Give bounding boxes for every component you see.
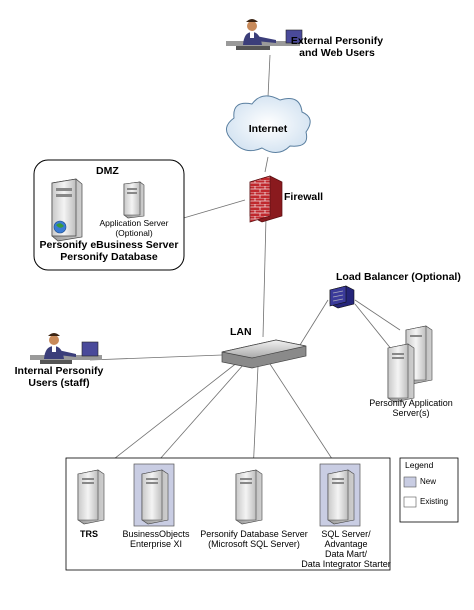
- internet-label: Internet: [248, 123, 288, 135]
- lan-label: LAN: [230, 326, 252, 338]
- app-server-optional-label: Application Server (Optional): [99, 218, 169, 238]
- dmz-label: DMZ: [96, 165, 119, 177]
- link-lan-loadbalancer: [299, 299, 329, 346]
- application-servers-icon: [387, 325, 433, 403]
- legend-existing-label: Existing: [420, 497, 449, 506]
- sql-server-label: SQL Server/ Advantage Data Mart/ Data In…: [301, 529, 391, 570]
- legend-title: Legend: [405, 460, 434, 470]
- optional-app-server-icon: [123, 181, 145, 219]
- link-users-internet: [267, 54, 271, 98]
- app-servers-label: Personify Application Server(s): [369, 398, 453, 419]
- connection-lines: [89, 54, 401, 474]
- link-firewall-lan: [262, 217, 267, 338]
- link-lan-db: [252, 365, 259, 474]
- link-lan-trs: [95, 361, 239, 474]
- ebusiness-server-label: Personify eBusiness Server Personify Dat…: [39, 239, 179, 263]
- legend-new-label: New: [420, 477, 437, 486]
- load-balancer-label: Load Balancer (Optional): [336, 271, 461, 283]
- link-lan-bo: [151, 363, 245, 469]
- load-balancer-icon: [329, 285, 355, 309]
- external-user-figure: [226, 19, 303, 50]
- link-internal-lan: [89, 354, 223, 361]
- internet-cloud: [226, 95, 311, 153]
- internal-users-label: Internal Personify Users (staff): [14, 365, 104, 389]
- lan-switch-icon: [221, 339, 307, 369]
- firewall-icon: [249, 175, 283, 223]
- database-server-label: Personify Database Server (Microsoft SQL…: [200, 529, 308, 550]
- trs-server-icon: [77, 469, 105, 525]
- legend-box: [399, 457, 459, 523]
- business-objects-server-icon: [141, 469, 169, 525]
- external-users-label: External Personify and Web Users: [290, 35, 384, 59]
- legend-new-swatch: [403, 476, 417, 488]
- ebusiness-server-icon: [51, 178, 83, 242]
- firewall-label: Firewall: [284, 191, 324, 203]
- business-objects-label: BusinessObjects Enterprise XI: [122, 529, 190, 550]
- internal-user-figure: [30, 333, 102, 364]
- sql-server-icon: [327, 469, 355, 525]
- link-internet-firewall: [264, 156, 269, 173]
- link-lb-appserver1: [354, 299, 401, 331]
- link-lb-appserver2: [354, 303, 393, 351]
- legend-existing-swatch: [403, 496, 417, 508]
- database-server-icon: [235, 469, 263, 525]
- trs-label: TRS: [80, 529, 98, 539]
- link-lan-sql: [269, 363, 339, 469]
